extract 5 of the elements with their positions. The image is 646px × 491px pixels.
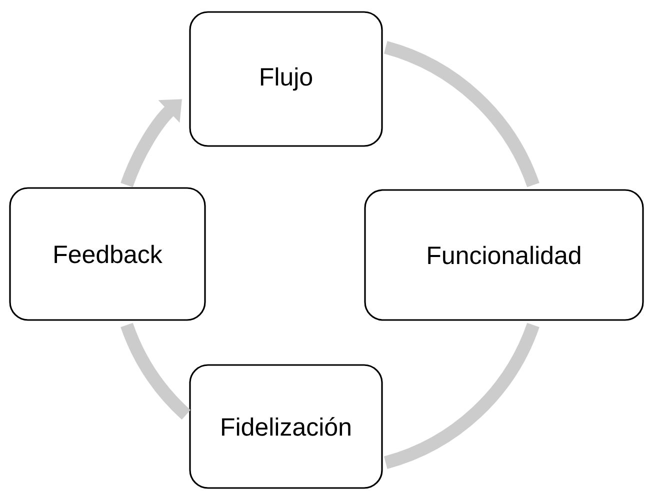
- rounded-box: Funcionalidad: [364, 189, 644, 321]
- rounded-box: Feedback: [9, 187, 206, 321]
- rounded-box: Flujo: [189, 11, 383, 147]
- cycle-arrow: [120, 99, 182, 188]
- rounded-box: Fidelización: [189, 364, 383, 489]
